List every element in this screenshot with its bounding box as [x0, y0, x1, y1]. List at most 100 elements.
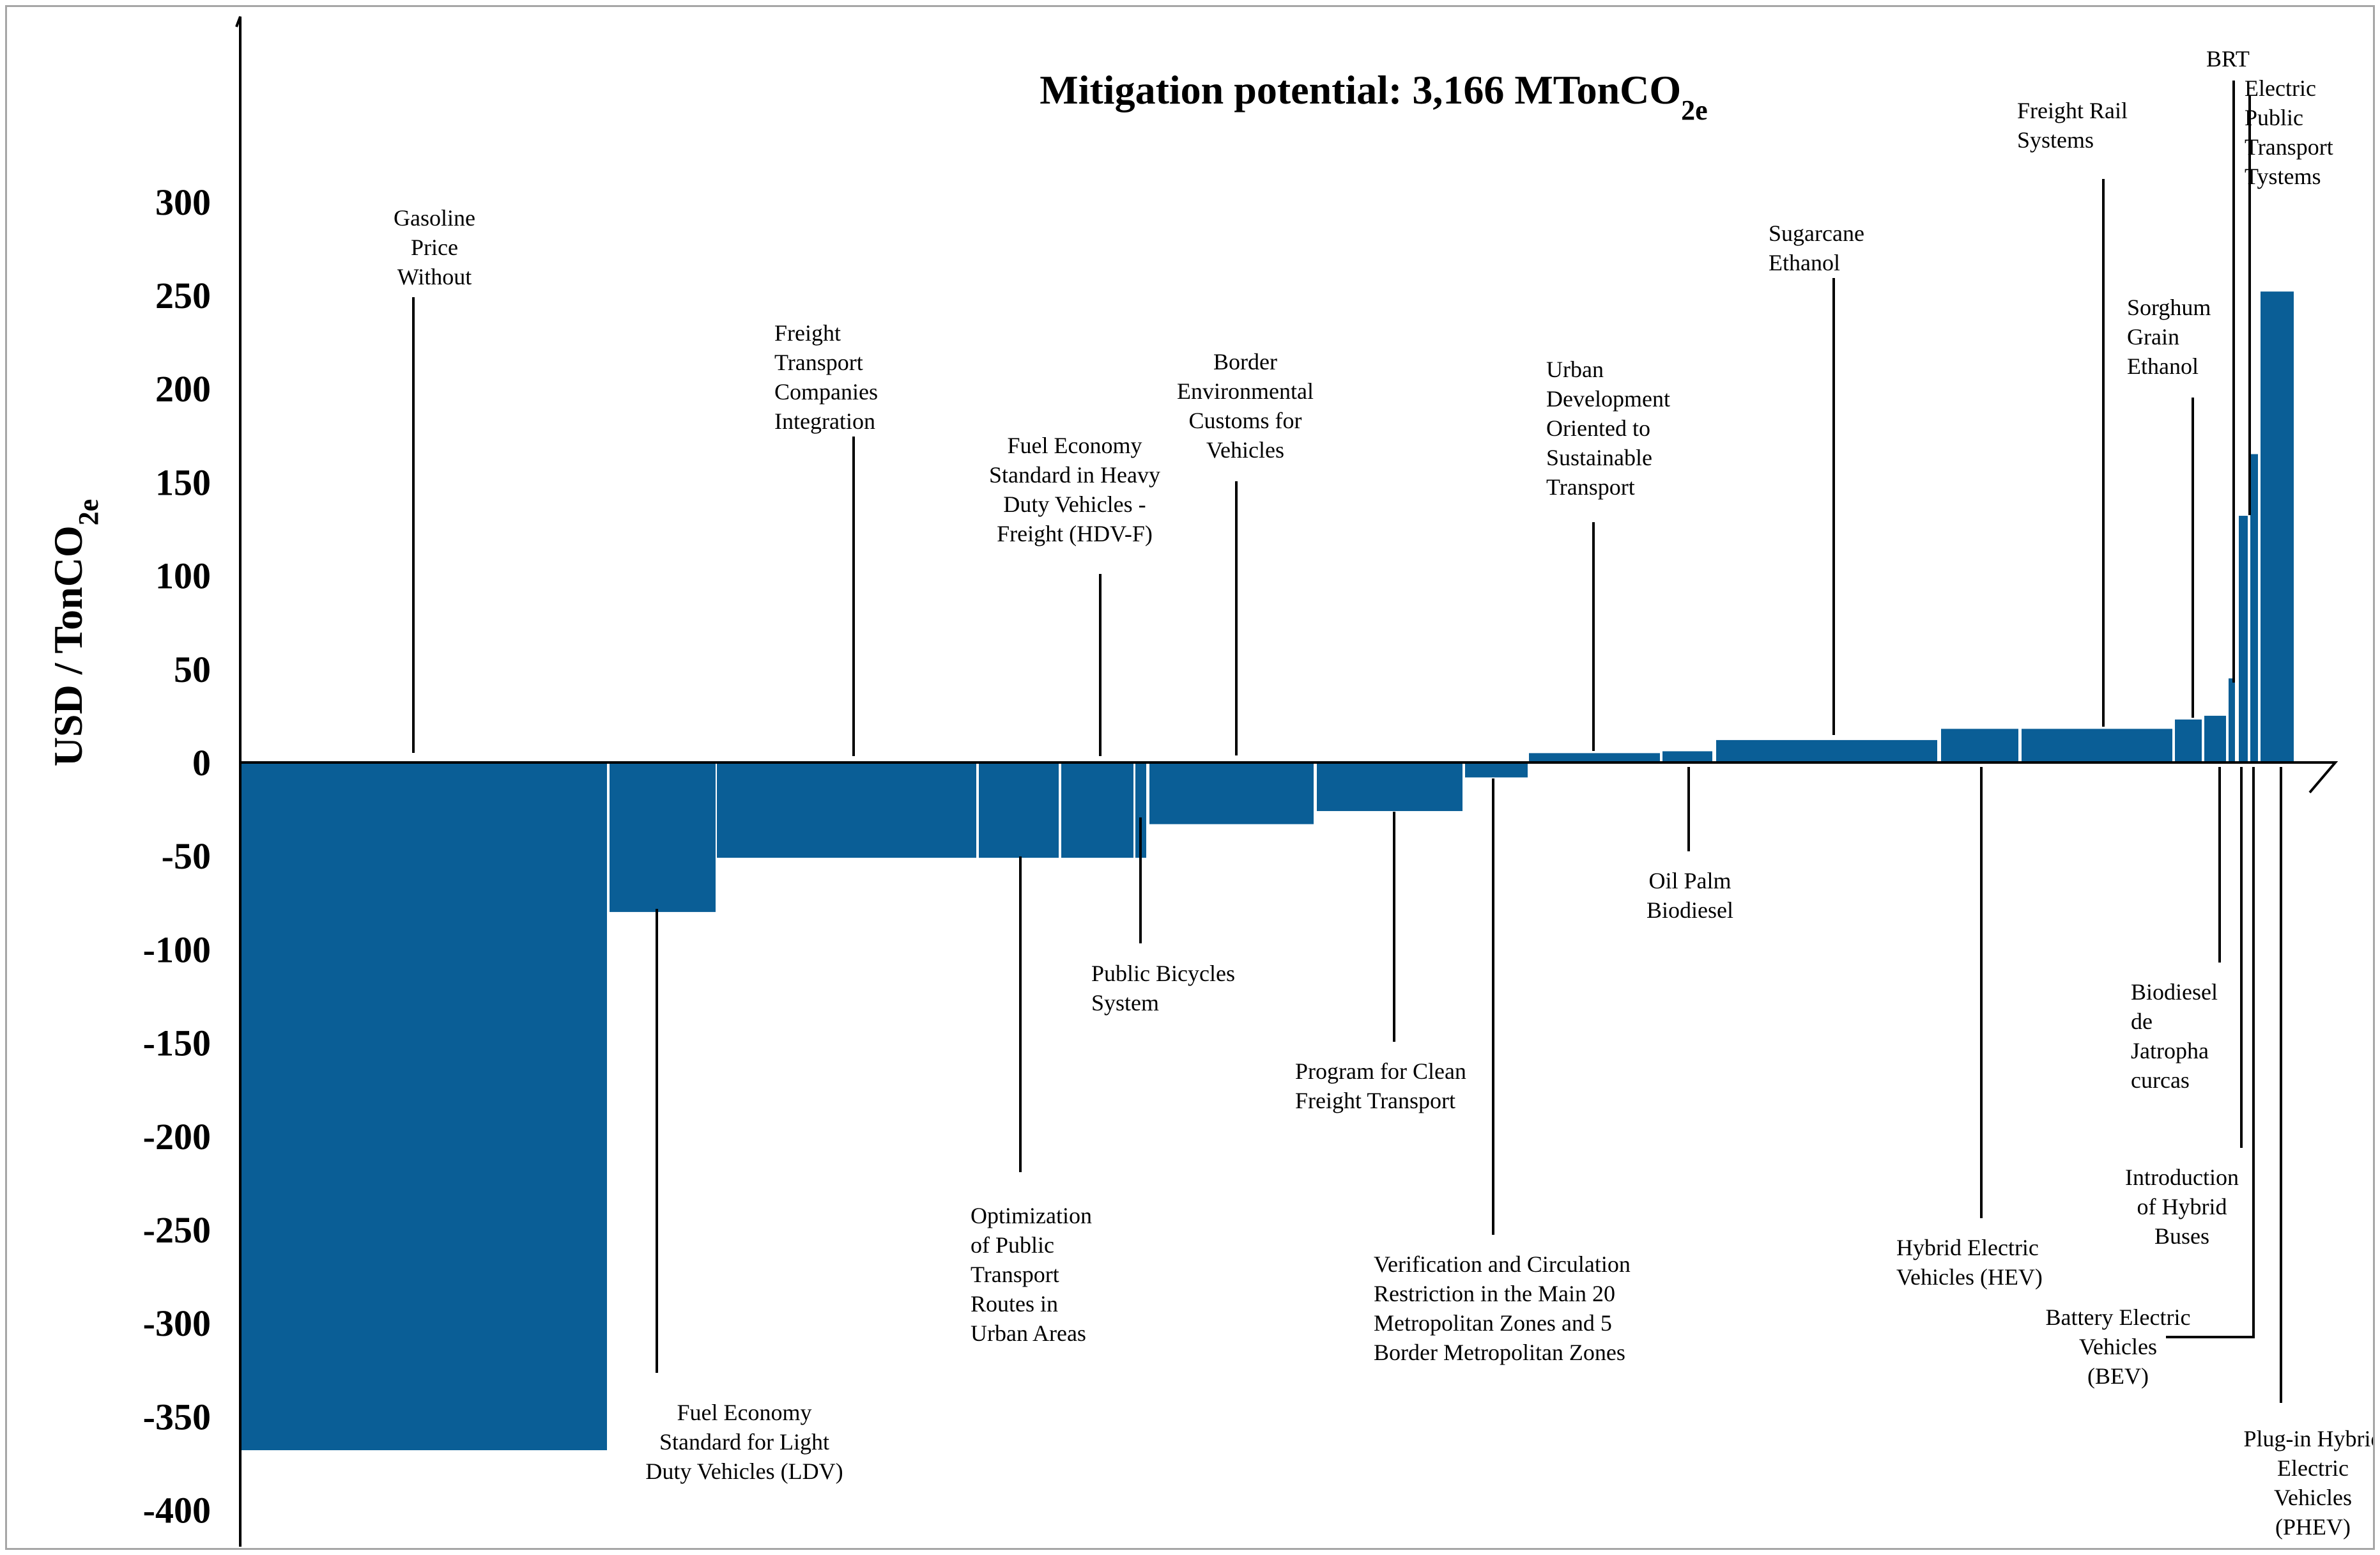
annotation-label-line: Tystems — [2245, 164, 2321, 189]
annotation-label-line: Electric — [2277, 1455, 2349, 1481]
y-tick-label: -100 — [143, 929, 211, 970]
annotation-label-line: (PHEV) — [2275, 1514, 2351, 1540]
annotation-label-line: Freight (HDV-F) — [997, 521, 1153, 546]
annotation-label-line: Verification and Circulation — [1374, 1251, 1631, 1277]
annotation-label-line: Routes in — [971, 1291, 1058, 1317]
annotation-label-line: Border — [1213, 349, 1277, 375]
annotation-label-line: Public — [2245, 105, 2303, 130]
y-tick-label: 50 — [174, 649, 211, 690]
annotation-label-line: Without — [397, 264, 472, 290]
annotation-leader-line — [2166, 767, 2255, 1338]
annotation-label-line: curcas — [2131, 1067, 2190, 1093]
bar-8 — [1317, 762, 1463, 812]
bar-4 — [979, 762, 1059, 858]
annotation-label-line: Biodiesel — [1647, 897, 1733, 923]
bar-2 — [610, 762, 716, 912]
bar-13 — [1941, 729, 2018, 762]
y-tick-label: 150 — [155, 461, 211, 503]
annotation-label-line: Duty Vehicles (LDV) — [645, 1458, 843, 1484]
bar-3 — [717, 762, 976, 858]
annotation-label-line: Transport — [2245, 134, 2333, 160]
annotation-label-line: Sorghum — [2127, 295, 2211, 320]
annotation-label-line: Grain — [2127, 324, 2179, 350]
annotation-label-line: Ethanol — [1769, 250, 1840, 275]
annotation-label-line: Metropolitan Zones and 5 — [1374, 1310, 1612, 1336]
annotation-label-line: (BEV) — [2087, 1363, 2149, 1389]
annotation-label-line: Transport — [1546, 474, 1635, 500]
annotation-label-line: Gasoline — [394, 205, 475, 231]
annotation-label-line: Vehicles — [2079, 1334, 2157, 1359]
y-axis-label-main: USD / TonCO — [45, 525, 91, 766]
bar-7 — [1149, 762, 1314, 824]
annotation-label-line: Customs for — [1188, 408, 1301, 433]
chart-title-subscript: 2e — [1681, 95, 1708, 126]
annotation-label-line: of Hybrid — [2137, 1194, 2227, 1219]
bar-20 — [2261, 291, 2294, 763]
annotation-label: BRT — [2206, 46, 2250, 72]
annotation-label-line: System — [1091, 990, 1159, 1016]
annotation-label-line: Transport — [774, 350, 863, 375]
annotation-label-line: Optimization — [971, 1203, 1092, 1228]
annotation-label-line: Vehicles — [1206, 437, 1284, 463]
bar-6 — [1135, 762, 1146, 858]
y-tick-label: -200 — [143, 1116, 211, 1157]
bar-11 — [1662, 751, 1712, 762]
annotation-label-line: Vehicles — [2274, 1485, 2352, 1510]
bar-18 — [2239, 516, 2248, 762]
annotation-label-line: Buses — [2154, 1223, 2209, 1249]
annotation-label-line: Price — [411, 235, 458, 260]
annotation-label-line: Public Bicycles — [1091, 961, 1235, 986]
annotation-label-line: BRT — [2206, 46, 2250, 72]
y-tick-label: -50 — [162, 835, 211, 877]
bar-14 — [2022, 729, 2172, 762]
bar-10 — [1529, 753, 1660, 762]
annotation-label-line: Freight Rail — [2017, 98, 2128, 123]
annotation-label-line: Integration — [774, 408, 875, 434]
y-axis — [235, 16, 242, 1547]
annotation-label-line: Introduction — [2125, 1164, 2239, 1190]
bar-17 — [2229, 678, 2235, 762]
annotation-label-line: Ethanol — [2127, 353, 2199, 379]
annotation-label-line: Hybrid Electric — [1896, 1235, 2039, 1260]
y-tick-label: 100 — [155, 555, 211, 597]
annotation-label-line: Standard for Light — [659, 1429, 829, 1455]
annotation-label-line: Oil Palm — [1648, 868, 1731, 894]
chart-title: Mitigation potential: 3,166 MTonCO2e — [1040, 67, 1707, 126]
bar-12 — [1716, 739, 1937, 762]
annotation-label-line: Urban Areas — [971, 1320, 1086, 1346]
y-tick-label: -400 — [143, 1490, 211, 1531]
annotation-label-line: of Public — [971, 1232, 1054, 1258]
x-axis-zero-line — [240, 761, 2338, 794]
y-tick-label: 200 — [155, 368, 211, 410]
y-tick-label: -150 — [143, 1023, 211, 1064]
y-tick-label: 250 — [155, 275, 211, 316]
y-tick-label: -250 — [143, 1209, 211, 1251]
